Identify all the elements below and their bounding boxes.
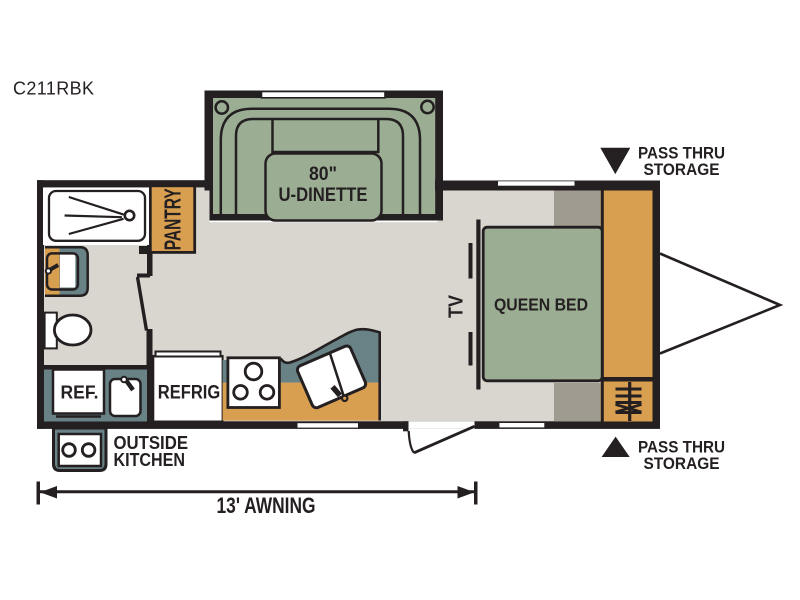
svg-text:STORAGE: STORAGE bbox=[644, 455, 720, 473]
svg-text:C211RBK: C211RBK bbox=[13, 79, 94, 99]
svg-text:PASS THRU: PASS THRU bbox=[638, 439, 725, 457]
svg-text:13' AWNING: 13' AWNING bbox=[217, 493, 316, 518]
svg-text:80": 80" bbox=[309, 164, 337, 185]
svg-text:REFRIG: REFRIG bbox=[158, 382, 221, 404]
svg-text:REF.: REF. bbox=[61, 383, 99, 403]
svg-text:PASS THRU: PASS THRU bbox=[638, 145, 725, 163]
svg-text:PANTRY: PANTRY bbox=[160, 188, 186, 250]
svg-text:QUEEN BED: QUEEN BED bbox=[494, 295, 588, 315]
svg-text:KITCHEN: KITCHEN bbox=[114, 449, 186, 470]
svg-text:STORAGE: STORAGE bbox=[644, 161, 720, 179]
svg-text:U-DINETTE: U-DINETTE bbox=[279, 185, 368, 206]
svg-text:TV: TV bbox=[445, 295, 468, 318]
svg-text:OUTSIDE: OUTSIDE bbox=[114, 432, 189, 453]
